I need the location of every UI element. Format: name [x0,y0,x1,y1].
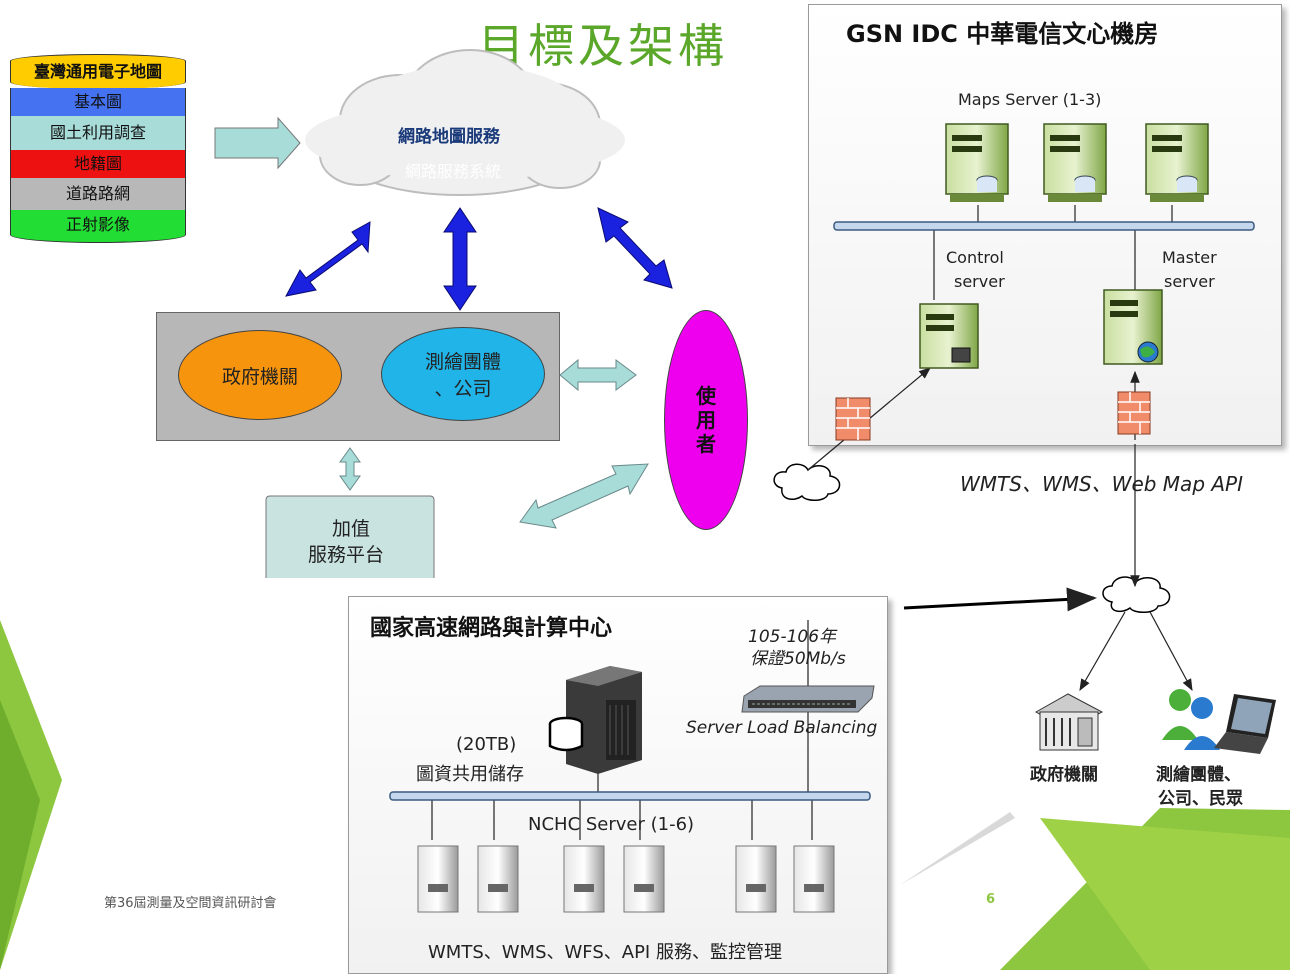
nchc-network-bar [389,791,871,801]
layer-label: 臺灣通用電子地圖 [33,62,162,81]
cloud-label: 網路地圖服務 [398,127,500,147]
master-server [1103,289,1163,365]
load-balancer-icon [741,685,875,713]
value-platform-box [265,495,435,578]
layer-item-roads: 道路路網 [10,178,186,210]
right-thin-line [900,812,1015,885]
firewall-right-icon [1117,391,1151,435]
storage-label-1: (20TB) [456,734,517,755]
light-arrows [339,358,649,529]
client-survey-label-1: 測繪團體、 [1156,765,1241,785]
master-server-label-1: Master [1162,248,1217,267]
nchc-title: 國家高速網路與計算中心 [370,616,613,641]
value-platform-label-1: 加值 [332,518,371,540]
survey-org-label-2: 、公司 [434,378,492,400]
client-gov-label: 政府機關 [1030,765,1098,785]
users-laptop-icon [1162,689,1276,754]
nchc-link-arrow [903,587,1097,612]
storage-label-2: 圖資共用儲存 [416,764,524,785]
firewall-left-icon [835,397,871,441]
web-map-cloud [305,49,625,196]
government-building-icon [1034,693,1104,751]
cloud-sublabel: 網路服務系統 [405,162,502,181]
storage-server [548,666,642,774]
protocols-label: WMTS、WMS、Web Map API [960,472,1244,496]
layer-item-cadastral: 地籍圖 [10,150,186,178]
gov-agency-label: 政府機關 [221,365,298,388]
survey-org-label-1: 測繪團體 [424,351,501,373]
footer-conference: 第36屆測量及空間資訊研討會 [104,896,277,911]
maps-server-3 [1145,123,1209,202]
maps-server-label: Maps Server (1-3) [958,90,1102,109]
value-platform-label-2: 服務平台 [308,544,385,566]
maps-server-2 [1043,123,1107,202]
nchc-servers [417,845,835,913]
control-server-label-1: Control [946,248,1004,267]
bandwidth-label-2: 保證50Mb/s [750,649,846,669]
bandwidth-label-1: 105-106年 [748,627,837,647]
blue-arrows [285,207,673,311]
small-cloud-left [773,463,841,501]
layer-item-ortho: 正射影像 [10,210,186,243]
maps-server-1 [945,123,1009,202]
gsn-network-bar [833,221,1255,231]
user-label: 使 用 者 [696,384,716,456]
nchc-services-label: WMTS、WMS、WFS、API 服務、監控管理 [428,942,782,963]
gsn-title: GSN IDC 中華電信文心機房 [846,20,1159,48]
survey-org-ellipse: 測繪團體 、公司 [381,327,545,421]
page-title: 目標及架構 [478,19,728,73]
master-server-label-2: server [1164,272,1215,291]
data-input-arrow [214,116,301,170]
control-server [919,303,979,369]
layer-item-landuse: 國土利用調查 [10,116,186,150]
layer-label: 基本圖 [73,92,122,111]
layer-label: 地籍圖 [73,154,122,173]
layer-label: 道路路網 [65,184,130,203]
layer-item-emap: 臺灣通用電子地圖 [10,54,186,89]
user-ellipse: 使 用 者 [664,310,748,530]
layer-item-basemap: 基本圖 [10,88,186,116]
layer-label: 國土利用調查 [49,123,146,142]
slb-label: Server Load Balancing [686,718,878,738]
layer-label: 正射影像 [65,215,130,234]
small-cloud-right [1102,576,1171,613]
control-server-label-2: server [954,272,1005,291]
left-dark-triangle [0,700,40,970]
gov-agency-ellipse: 政府機關 [178,330,342,420]
page-number: 6 [986,892,996,907]
client-survey-label-2: 公司、民眾 [1158,789,1243,809]
nchc-servers-label: NCHC Server (1-6) [528,814,695,835]
right-light-shape [1040,818,1290,970]
